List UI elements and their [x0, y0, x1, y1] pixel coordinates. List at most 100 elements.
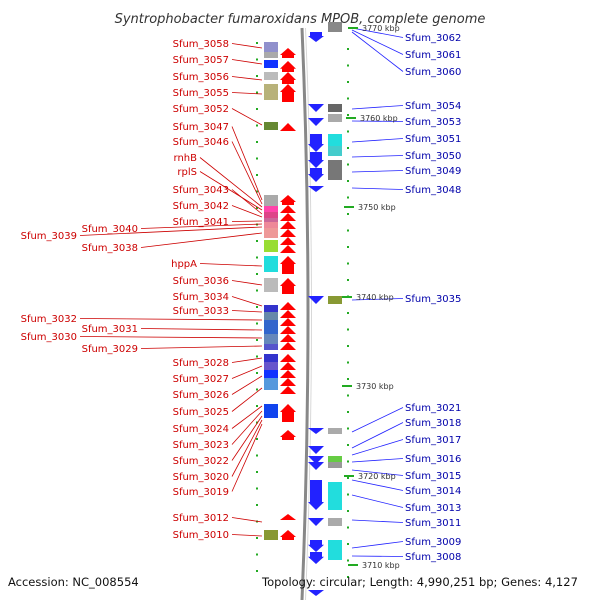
- gene-block: [264, 60, 278, 68]
- right-leader-line: [351, 187, 404, 190]
- track-tick: [347, 493, 349, 496]
- reverse-gene-arrow: [308, 32, 324, 42]
- track-tick: [256, 141, 258, 143]
- left-leader-line: [231, 517, 263, 523]
- forward-gene-arrow: [280, 404, 296, 422]
- gene-block: [264, 206, 278, 212]
- left-leader-line: [231, 59, 263, 65]
- forward-gene-arrow: [280, 48, 296, 58]
- left-gene-label: Sfum_3032: [21, 314, 77, 325]
- left-leader-line: [231, 92, 263, 95]
- left-leader-line: [231, 141, 263, 205]
- left-leader-line: [140, 345, 263, 349]
- forward-gene-arrow: [280, 334, 296, 342]
- gene-block: [264, 195, 278, 206]
- track-tick: [347, 361, 349, 364]
- track-tick: [256, 339, 258, 341]
- left-leader-line: [231, 189, 263, 215]
- gene-block: [328, 482, 342, 510]
- left-leader-line: [231, 534, 263, 537]
- left-gene-label: Sfum_3043: [173, 185, 229, 196]
- gene-block: [328, 540, 342, 560]
- track-tick: [347, 180, 349, 182]
- left-leader-line: [231, 405, 263, 429]
- right-leader-line: [351, 541, 404, 549]
- forward-gene-arrow: [280, 302, 296, 310]
- left-gene-label: Sfum_3027: [173, 374, 229, 385]
- track-tick: [256, 273, 258, 275]
- track-tick: [347, 64, 349, 67]
- right-leader-line: [351, 170, 404, 173]
- gene-block: [264, 320, 278, 334]
- forward-gene-arrow: [280, 310, 296, 318]
- left-gene-label: Sfum_3057: [173, 55, 229, 66]
- gene-block: [264, 256, 278, 272]
- right-leader-line: [351, 422, 404, 449]
- left-gene-label: Sfum_3019: [173, 487, 229, 498]
- left-leader-line: [231, 357, 263, 363]
- right-leader-line: [351, 469, 404, 476]
- track-tick: [256, 190, 258, 193]
- track-tick: [256, 471, 258, 473]
- left-gene-label: rplS: [177, 167, 197, 178]
- forward-gene-arrow: [280, 123, 296, 131]
- gene-block: [264, 72, 278, 80]
- reverse-gene-arrow: [308, 446, 324, 454]
- left-gene-label: Sfum_3012: [173, 513, 229, 524]
- right-gene-label: Sfum_3050: [405, 151, 461, 162]
- track-tick: [256, 405, 258, 407]
- right-leader-line: [351, 120, 404, 122]
- forward-gene-arrow: [280, 362, 296, 370]
- gene-block: [264, 240, 278, 252]
- left-gene-label: Sfum_3041: [173, 217, 229, 228]
- track-tick: [256, 289, 258, 292]
- gene-block: [264, 354, 278, 362]
- track-tick: [347, 213, 349, 215]
- reverse-gene-arrow: [308, 104, 324, 112]
- track-tick: [347, 411, 349, 413]
- forward-gene-arrow: [280, 195, 296, 205]
- forward-gene-arrow: [280, 386, 296, 394]
- right-leader-line: [351, 458, 404, 463]
- track-tick: [347, 328, 349, 331]
- track-tick: [256, 91, 258, 94]
- gene-block: [264, 312, 278, 320]
- track-tick: [256, 537, 258, 539]
- right-leader-line: [351, 105, 404, 110]
- forward-gene-arrow: [280, 354, 296, 362]
- left-gene-label: Sfum_3039: [21, 231, 77, 242]
- track-tick: [347, 543, 349, 545]
- gene-block: [328, 160, 342, 180]
- left-leader-line: [199, 157, 263, 208]
- track-tick: [347, 345, 349, 347]
- left-leader-line: [79, 336, 263, 339]
- track-tick: [347, 576, 349, 578]
- left-gene-label: Sfum_3030: [21, 332, 77, 343]
- left-gene-label: Sfum_3046: [173, 137, 229, 148]
- forward-gene-arrow: [280, 61, 296, 72]
- left-leader-line: [231, 205, 263, 218]
- forward-gene-arrow: [280, 245, 296, 253]
- track-tick: [347, 196, 349, 199]
- ruler-label: 3730 kbp: [356, 382, 394, 391]
- track-tick: [347, 130, 349, 133]
- right-leader-line: [351, 555, 404, 557]
- left-leader-line: [231, 43, 263, 49]
- ruler-label: 3710 kbp: [362, 561, 400, 570]
- gene-block: [328, 114, 342, 122]
- ruler-label: 3750 kbp: [358, 203, 396, 212]
- right-gene-label: Sfum_3061: [405, 50, 461, 61]
- gene-block: [264, 212, 278, 218]
- gene-block: [328, 462, 342, 468]
- right-gene-label: Sfum_3014: [405, 486, 461, 497]
- track-tick: [256, 355, 258, 358]
- track-tick: [347, 114, 349, 116]
- gene-block: [328, 146, 342, 156]
- track-tick: [256, 421, 258, 424]
- left-gene-label: hppA: [171, 259, 197, 270]
- forward-gene-arrow: [280, 221, 296, 229]
- reverse-gene-arrow: [308, 552, 324, 564]
- right-leader-line: [351, 31, 404, 72]
- track-tick: [347, 97, 349, 100]
